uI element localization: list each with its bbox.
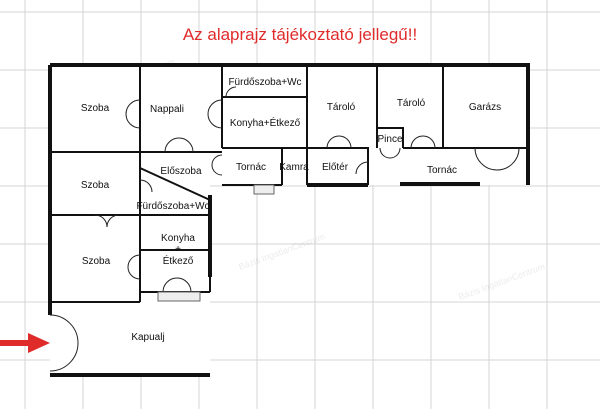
room-label-pince: Pince	[377, 134, 402, 145]
room-label-kapualj: Kapualj	[131, 332, 164, 343]
room-label-nappali: Nappali	[150, 104, 184, 115]
room-label-eloszoba: Előszoba	[160, 166, 202, 177]
arrow-right-icon	[0, 333, 50, 353]
inner-walls	[50, 65, 528, 303]
doors	[49, 86, 520, 372]
room-label-tarolo-2: Tároló	[397, 98, 426, 109]
room-label-tarolo-1: Tároló	[327, 102, 356, 113]
room-label-garazs: Garázs	[469, 102, 501, 113]
room-label-eloter: Előtér	[322, 162, 349, 173]
room-label-kamra: Kamra	[279, 162, 309, 173]
room-label-konyha-2-plus: +	[175, 244, 181, 255]
room-label-szoba-1: Szoba	[81, 103, 110, 114]
room-label-szoba-3: Szoba	[82, 256, 111, 267]
watermark: Bázis IngatlanCentrum	[237, 231, 326, 272]
room-label-etkezo-2: Étkező	[163, 254, 194, 267]
watermark: Bázis IngatlanCentrum	[457, 261, 546, 302]
room-label-konyha-1: Konyha+Étkező	[230, 116, 301, 129]
room-label-konyha-2: Konyha	[161, 233, 195, 244]
room-label-furdo-2: Fürdőszoba+Wc	[136, 201, 209, 212]
room-label-furdo-1: Fürdőszoba+Wc	[228, 77, 301, 88]
room-label-tornac-2: Tornác	[427, 165, 457, 176]
disclaimer-title: Az alaprajz tájékoztató jellegű!!	[183, 25, 417, 44]
building-interior	[50, 65, 528, 375]
room-label-szoba-2: Szoba	[81, 180, 110, 191]
room-labels: Szoba Nappali Fürdőszoba+Wc Konyha+Étkez…	[81, 77, 501, 343]
room-label-tornac-1: Tornác	[236, 162, 266, 173]
